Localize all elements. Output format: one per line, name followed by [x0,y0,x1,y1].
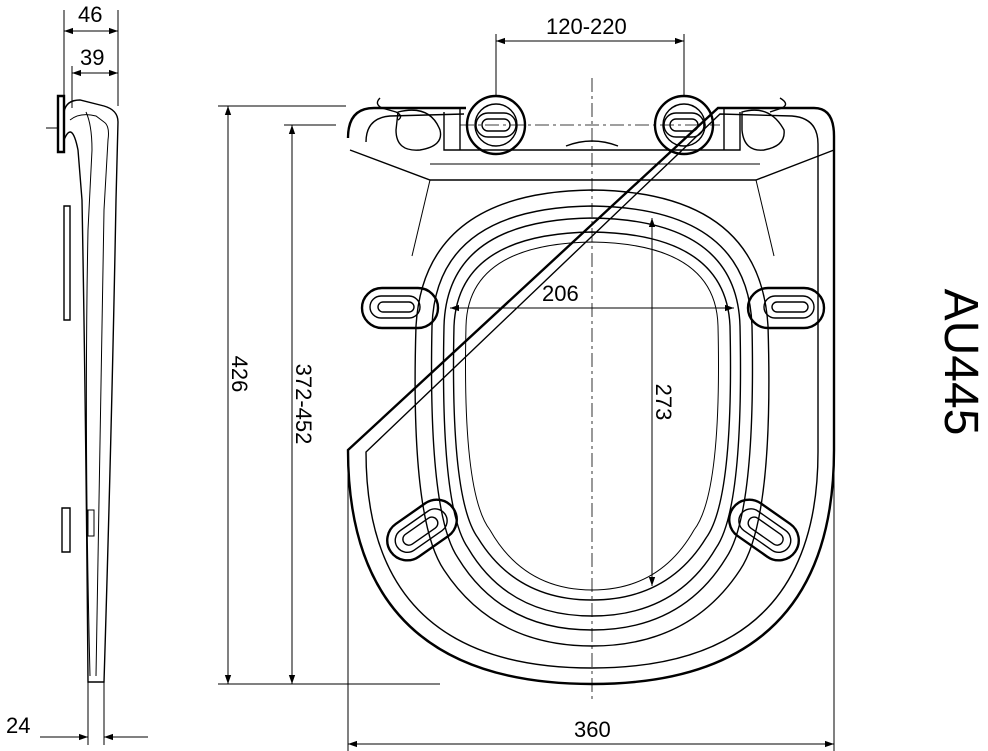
dim-side-thickness-label: 24 [6,713,30,738]
dim-hinge-spacing: 120-220 [495,14,685,96]
buffer-left-upper [360,286,440,330]
dim-overall-length: 426 [218,105,440,685]
dim-side-top-label: 46 [78,2,102,27]
buffer-left-lower [386,498,458,562]
dim-overall-width-label: 360 [574,717,611,742]
dim-fixing-length-label: 372-452 [291,364,316,445]
dim-hinge-spacing-label: 120-220 [546,14,627,39]
dim-opening-width: 206 [450,281,734,312]
dim-side-thickness: 24 [6,713,148,741]
dim-opening-length-label: 273 [651,384,676,421]
dim-side-inner: 39 [72,45,118,77]
dim-opening-width-label: 206 [542,281,579,306]
dim-fixing-length: 372-452 [284,124,336,684]
side-view [46,10,119,745]
buffer-right-upper [746,286,826,330]
dim-overall-width: 360 [347,470,835,751]
top-view [346,78,836,700]
dim-overall-length-label: 426 [227,356,252,393]
model-label: AU445 [934,289,987,436]
dim-opening-length: 273 [648,218,676,586]
dim-side-top: 46 [64,2,118,35]
dim-side-inner-label: 39 [80,45,104,70]
buffer-right-lower [728,498,800,562]
